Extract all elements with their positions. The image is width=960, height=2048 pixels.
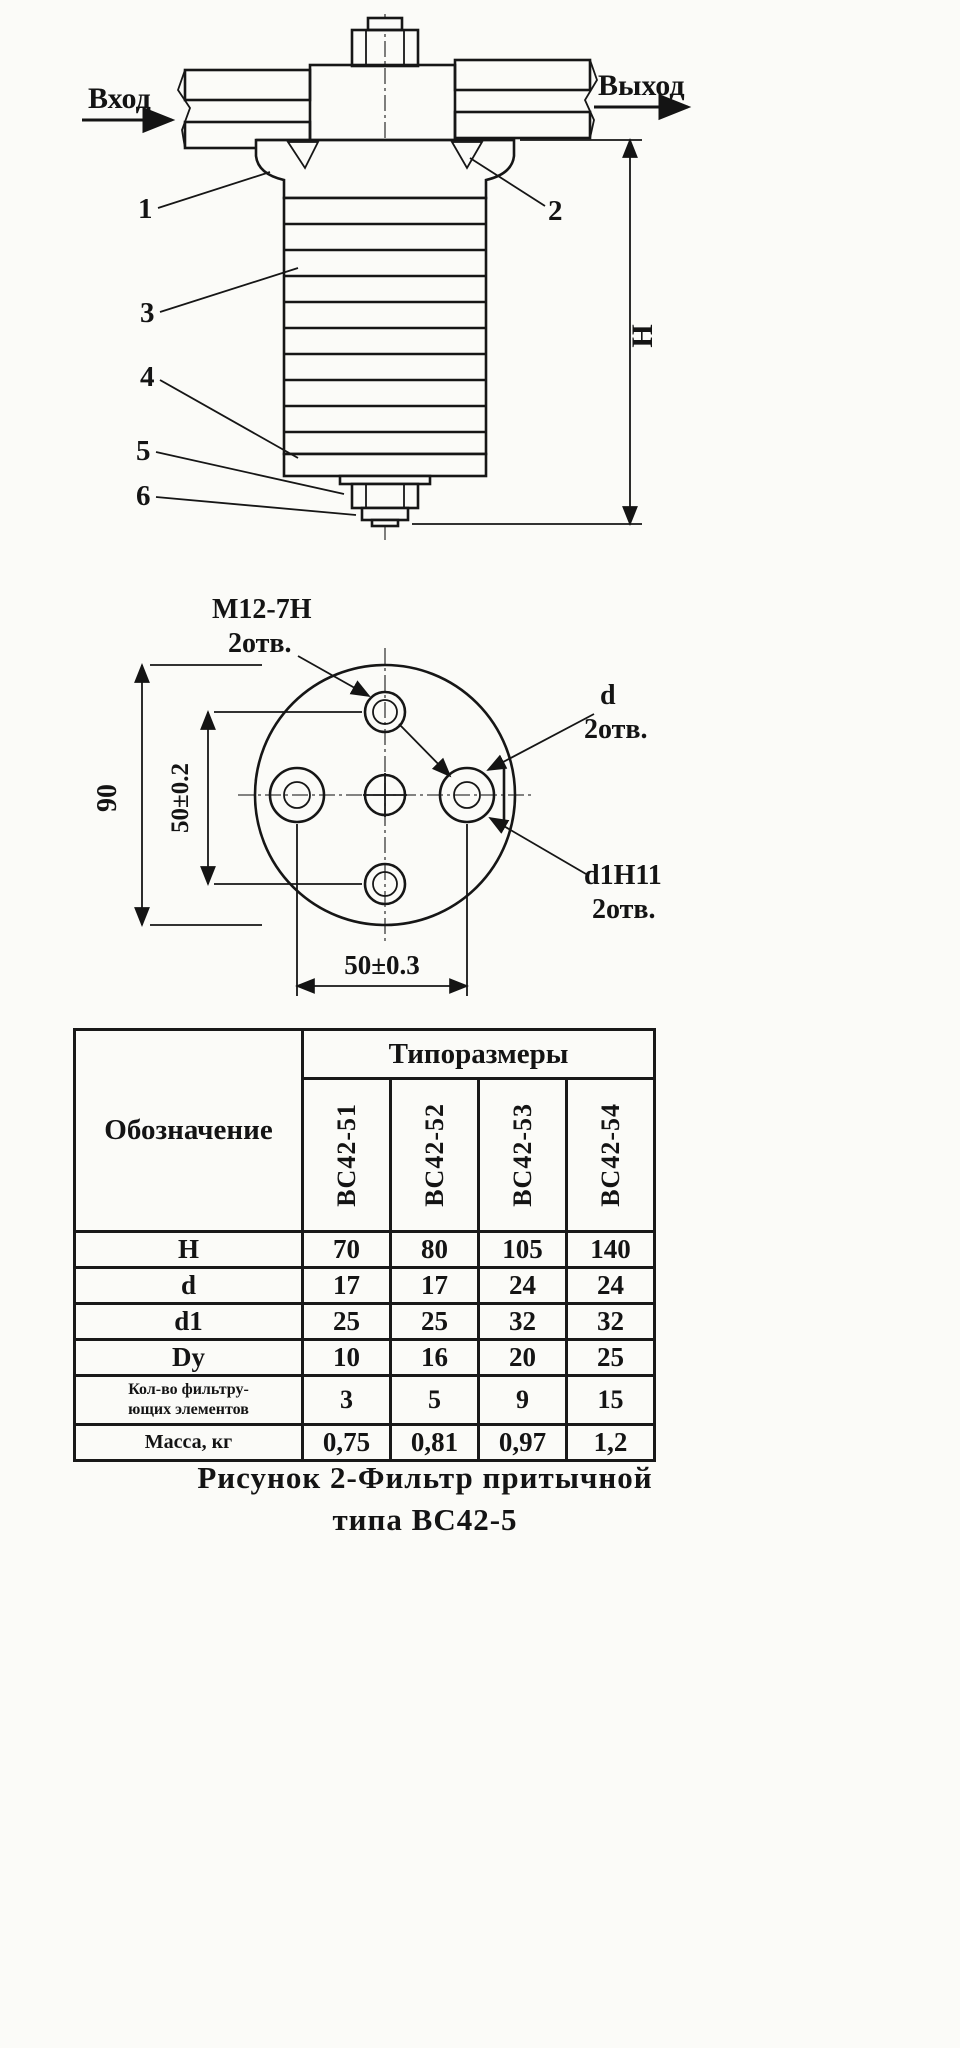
table-row-elements: Кол-во фильтру- ющих элементов 3 5 9 15	[73, 1374, 656, 1426]
leader-1	[157, 171, 271, 209]
hole-right	[438, 766, 496, 824]
cell: 24	[477, 1266, 568, 1305]
cell: 105	[477, 1230, 568, 1269]
height-dimension: Н	[412, 138, 659, 526]
section-view: Вход Выход 1 2	[0, 8, 960, 568]
cell: 15	[565, 1374, 656, 1426]
figure-caption: Рисунок 2-Фильтр притычной типа ВС42-5	[0, 1460, 905, 1538]
cell: 10	[301, 1338, 392, 1377]
dim-50-02: 50±0.2	[167, 710, 362, 886]
cell: 5	[389, 1374, 480, 1426]
d1-count: 2отв.	[592, 894, 656, 925]
hole-left	[268, 766, 326, 824]
cell: 70	[301, 1230, 392, 1269]
table-row-H: Н 70 80 105 140	[73, 1230, 656, 1269]
cell: 25	[301, 1302, 392, 1341]
table-row-Dy: Dy 10 16 20 25	[73, 1338, 656, 1377]
dim-50-03-label: 50±0.3	[344, 950, 420, 980]
d-label: d	[600, 680, 616, 711]
table-row-mass: Масса, кг 0,75 0,81 0,97 1,2	[73, 1423, 656, 1462]
bottom-assembly	[282, 452, 488, 528]
cell: 9	[477, 1374, 568, 1426]
callout-3: 3	[140, 297, 155, 329]
leader-2	[469, 157, 546, 207]
hole-top	[363, 690, 407, 734]
callout-5: 5	[136, 435, 151, 467]
thread-count: 2отв.	[228, 628, 292, 659]
d1-label: d1Н11	[584, 860, 662, 891]
cell: 80	[389, 1230, 480, 1269]
cell: 0,97	[477, 1423, 568, 1462]
row-label: d	[73, 1266, 304, 1305]
table-col-header-1: ВС42-51	[301, 1077, 392, 1233]
callout-2: 2	[548, 195, 563, 227]
thread-annotation: М12-7Н 2отв.	[212, 594, 452, 778]
d-count: 2отв.	[584, 714, 648, 745]
outlet-annotation: Выход	[594, 69, 692, 121]
dim-90: 90	[92, 663, 262, 927]
cell: 1,2	[565, 1423, 656, 1462]
leader-3	[159, 267, 299, 313]
flange-outline	[253, 663, 517, 927]
cell: 0,81	[389, 1423, 480, 1462]
table-col-header-3: ВС42-53	[477, 1077, 568, 1233]
dim-50-03: 50±0.3	[295, 824, 469, 996]
callout-1: 1	[138, 193, 153, 225]
dim-50-02-label: 50±0.2	[167, 763, 194, 833]
callout-4: 4	[140, 361, 155, 393]
height-dim-label: Н	[626, 324, 659, 347]
table-header-designation: Обозначение	[73, 1028, 304, 1233]
cell: 16	[389, 1338, 480, 1377]
thread-label: М12-7Н	[212, 594, 312, 625]
size-table: Обозначение Типоразмеры ВС42-51 ВС42-52 …	[73, 1028, 656, 1462]
callouts: 1 2 3 4 5 6	[136, 157, 563, 516]
row-label: Масса, кг	[73, 1423, 304, 1462]
seal-right	[450, 141, 484, 170]
filter-head	[254, 138, 516, 200]
cell: 140	[565, 1230, 656, 1269]
cell: 24	[565, 1266, 656, 1305]
caption-line-1: Рисунок 2-Фильтр притычной	[197, 1460, 653, 1495]
table-col-header-4: ВС42-54	[565, 1077, 656, 1233]
flange-view: М12-7Н 2отв. d 2отв. d1Н11 2отв. 90 50±0…	[0, 572, 960, 1017]
outlet-label: Выход	[598, 69, 685, 102]
inlet-annotation: Вход	[82, 82, 176, 134]
d1-annotation: d1Н11 2отв.	[488, 817, 662, 925]
table-col-header-2: ВС42-52	[389, 1077, 480, 1233]
leader-4	[159, 379, 299, 459]
mounting-plate	[177, 58, 598, 150]
table-row-d: d 17 17 24 24	[73, 1266, 656, 1305]
callout-6: 6	[136, 480, 151, 512]
row-label: Кол-во фильтру- ющих элементов	[73, 1374, 304, 1426]
seal-left	[286, 141, 320, 170]
bolt-holes	[268, 690, 496, 906]
cell: 32	[477, 1302, 568, 1341]
cell: 0,75	[301, 1423, 392, 1462]
size-table-wrap: Обозначение Типоразмеры ВС42-51 ВС42-52 …	[73, 1028, 656, 1462]
cell: 32	[565, 1302, 656, 1341]
leader-6	[155, 496, 357, 516]
row-label: Н	[73, 1230, 304, 1269]
row-label: Dy	[73, 1338, 304, 1377]
caption-line-2: типа ВС42-5	[332, 1502, 518, 1537]
row-label: d1	[73, 1302, 304, 1341]
inlet-label: Вход	[88, 82, 151, 115]
cell: 25	[565, 1338, 656, 1377]
cell: 20	[477, 1338, 568, 1377]
table-row-d1: d1 25 25 32 32	[73, 1302, 656, 1341]
cell: 17	[389, 1266, 480, 1305]
leader-5	[155, 451, 345, 495]
table-header-sizes: Типоразмеры	[301, 1028, 656, 1080]
hole-bottom	[363, 862, 407, 906]
cell: 3	[301, 1374, 392, 1426]
cell: 17	[301, 1266, 392, 1305]
filter-body	[282, 196, 488, 456]
dim-90-label: 90	[92, 784, 123, 812]
d-annotation: d 2отв.	[486, 680, 648, 771]
cell: 25	[389, 1302, 480, 1341]
